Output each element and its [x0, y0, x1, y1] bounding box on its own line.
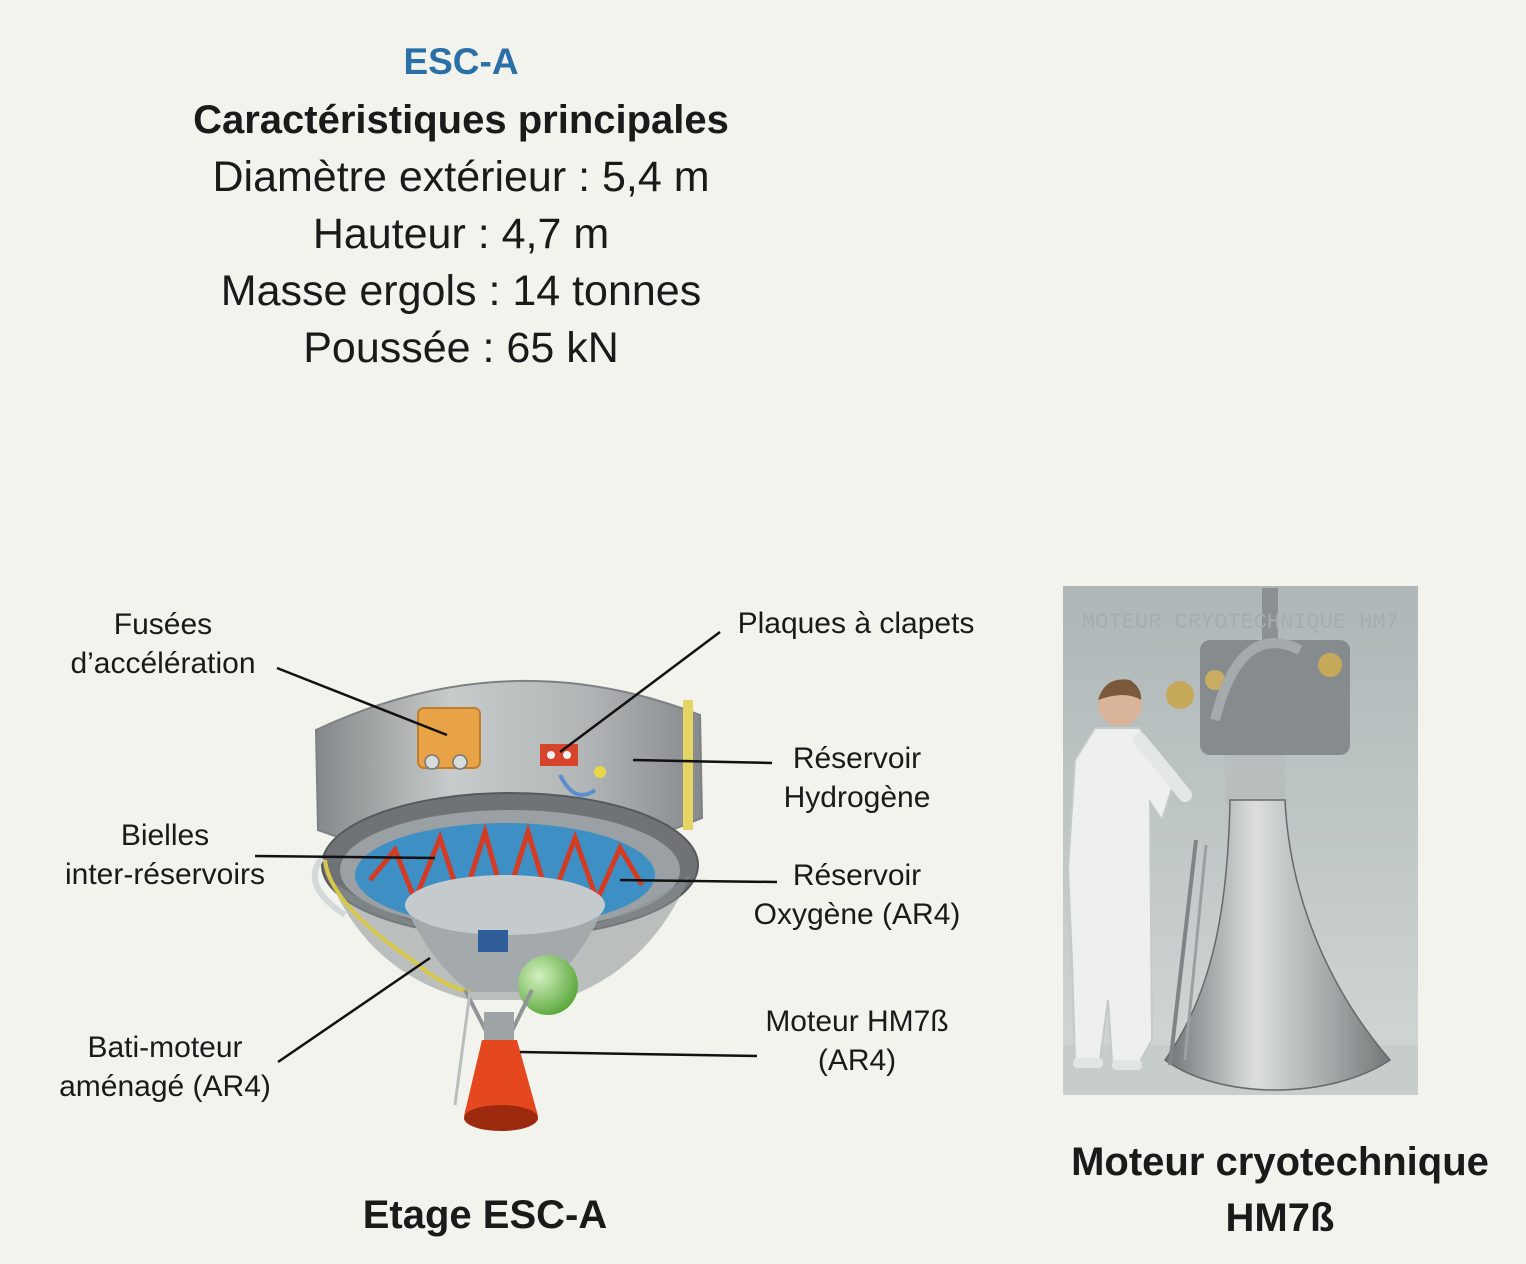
leader-line-hydrogen-tank [632, 758, 773, 765]
booster-nozzle [424, 754, 440, 770]
valve [563, 751, 571, 759]
frame-strut [453, 991, 472, 1106]
engine-tube [1168, 839, 1198, 1066]
yellow-rod [683, 700, 693, 830]
combustion-chamber [1225, 755, 1285, 805]
label-line: aménagé (AR4) [59, 1070, 271, 1103]
spec-propellant-mass: Masse ergols : 14 tonnes [220, 267, 702, 315]
technician-shoe [1112, 1060, 1142, 1070]
label-line: inter-réservoirs [64, 858, 266, 891]
label-valve-plates: Plaques à clapets [716, 604, 996, 643]
technician-arm [1133, 733, 1192, 802]
helium-sphere [518, 955, 578, 1015]
grey-pipe [311, 856, 347, 918]
leader-line-engine-frame [277, 956, 431, 1064]
leader-line-boosters [276, 666, 448, 737]
engine-nozzle [464, 1040, 538, 1124]
caption-line: Moteur cryotechnique [1071, 1140, 1489, 1184]
label-line: Réservoir [792, 859, 922, 892]
label-line: Réservoir [792, 742, 922, 775]
stage-name-title: ESC-A [403, 41, 519, 82]
label-line: Hydrogène [783, 781, 931, 814]
valve [547, 751, 555, 759]
engine-bell [1163, 799, 1392, 1091]
spec-diameter: Diamètre extérieur : 5,4 m [212, 153, 710, 201]
label-boosters: Fusées d’accélération [23, 605, 303, 683]
label-hydrogen-tank: Réservoir Hydrogène [717, 739, 997, 817]
leader-line-oxygen-tank [619, 878, 778, 884]
leader-line-engine [519, 1050, 758, 1058]
spec-height: Hauteur : 4,7 m [312, 210, 610, 258]
stage-caption: Etage ESC-A [362, 1193, 608, 1237]
label-engine: Moteur HM7ß (AR4) [717, 1002, 997, 1080]
blue-pipe [558, 774, 597, 797]
label-inter-tank-struts: Bielles inter-réservoirs [25, 816, 305, 894]
gold-fitting [1205, 670, 1225, 690]
photo-overlay-title: MOTEUR CRYOTECHNIQUE HM7 [1082, 610, 1399, 635]
label-line: Bati-moteur [87, 1031, 243, 1064]
label-line: Moteur HM7ß [765, 1005, 949, 1038]
label-line: Oxygène (AR4) [753, 898, 961, 931]
gold-fitting [1166, 681, 1194, 709]
nozzle-exit [464, 1105, 538, 1131]
engine-photo-caption: Moteur cryotechnique HM7ß [1060, 1134, 1500, 1246]
booster-nozzle [452, 754, 468, 770]
yellow-fitting [594, 766, 606, 778]
technician-coat [1066, 727, 1174, 1067]
yellow-pipe [323, 859, 471, 994]
label-line: Plaques à clapets [737, 607, 975, 640]
leader-line-valve-plates [559, 631, 721, 753]
label-line: d’accélération [70, 647, 256, 680]
label-engine-frame: Bati-moteur aménagé (AR4) [25, 1028, 305, 1106]
esc-a-stage-diagram [311, 679, 704, 1131]
spec-thrust: Poussée : 65 kN [303, 324, 619, 372]
caption-line: HM7ß [1225, 1196, 1335, 1240]
oxygen-tank-dome [405, 875, 605, 935]
label-line: Fusées [113, 608, 213, 641]
leader-line-struts [254, 854, 436, 860]
technician-shoe [1073, 1058, 1103, 1068]
gold-fitting [1318, 653, 1342, 677]
label-line: Bielles [120, 819, 210, 852]
engine-tube [1183, 844, 1208, 1061]
label-line: (AR4) [817, 1044, 897, 1077]
leader-lines [254, 631, 778, 1064]
label-oxygen-tank: Réservoir Oxygène (AR4) [717, 856, 997, 934]
engine-head [484, 1012, 514, 1042]
valve-plate [540, 744, 578, 766]
blue-panel [478, 930, 508, 952]
characteristics-heading: Caractéristiques principales [193, 98, 729, 142]
engine-photo [1063, 586, 1418, 1095]
booster-box [417, 707, 481, 769]
engine-pipework [1210, 638, 1303, 722]
spec-list: Diamètre extérieur : 5,4 m Hauteur : 4,7… [111, 149, 811, 377]
technician-hair [1098, 679, 1142, 700]
